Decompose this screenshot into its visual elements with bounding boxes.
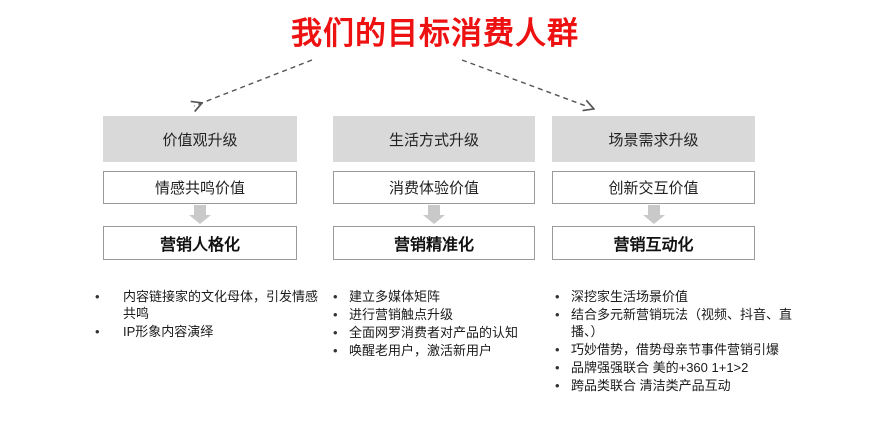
bullet-marker-icon: •	[555, 342, 560, 357]
list-item-text: 内容链接家的文化母体，引发情感共鸣	[123, 289, 319, 321]
list-item-text: 品牌强强联合 美的+360 1+1>2	[571, 360, 749, 375]
list-item-text: 结合多元新营销玩法（视频、抖音、直播、）	[571, 307, 793, 339]
bullet-list-column-1: • 内容链接家的文化母体，引发情感共鸣 • IP形象内容演绎	[90, 288, 330, 341]
column-header-label: 场景需求升级	[608, 131, 699, 149]
list-item: • 内容链接家的文化母体，引发情感共鸣	[90, 288, 330, 322]
list-item: • 进行营销触点升级	[330, 306, 545, 323]
list-item-text: 深挖家生活场景价值	[571, 289, 689, 304]
list-item: • 建立多媒体矩阵	[330, 288, 545, 305]
column-value-label: 情感共鸣价值	[154, 180, 245, 197]
bullet-marker-icon: •	[555, 360, 560, 375]
bullet-marker-icon: •	[333, 289, 338, 304]
connector-arrow-wrap	[103, 204, 297, 226]
list-item-text: IP形象内容演绎	[123, 324, 214, 339]
column-lifestyle-upgrade: 生活方式升级 消费体验价值 营销精准化	[333, 116, 535, 260]
connector-arrow-wrap	[333, 204, 535, 226]
column-result-label: 营销人格化	[159, 237, 240, 254]
list-item-text: 进行营销触点升级	[349, 307, 454, 322]
list-item: • 全面网罗消费者对产品的认知	[330, 324, 545, 341]
bullet-marker-icon: •	[555, 289, 560, 304]
list-item: • 品牌强强联合 美的+360 1+1>2	[552, 359, 802, 376]
list-item-text: 跨品类联合 清洁类产品互动	[571, 378, 731, 393]
column-value-upgrade: 价值观升级 情感共鸣价值 营销人格化	[103, 116, 297, 260]
bullet-marker-icon: •	[555, 378, 560, 393]
bullet-marker-icon: •	[333, 343, 338, 358]
column-value-box[interactable]: 情感共鸣价值	[103, 171, 297, 204]
column-value-box[interactable]: 创新交互价值	[552, 171, 755, 204]
list-item-text: 全面网罗消费者对产品的认知	[349, 325, 519, 340]
list-item-text: 建立多媒体矩阵	[349, 289, 441, 304]
dashed-arrow-down-left-icon	[186, 59, 313, 113]
list-item: • 巧妙借势，借势母亲节事件营销引爆	[552, 341, 802, 358]
column-result-box[interactable]: 营销互动化	[552, 226, 755, 260]
list-item-text: 巧妙借势，借势母亲节事件营销引爆	[571, 342, 780, 357]
dashed-arrow-down-right-icon	[461, 59, 595, 113]
column-result-label: 营销精准化	[393, 237, 474, 254]
list-item: • 深挖家生活场景价值	[552, 288, 802, 305]
bullet-marker-icon: •	[95, 289, 100, 304]
column-result-box[interactable]: 营销人格化	[103, 226, 297, 260]
list-item: • 唤醒老用户，激活新用户	[330, 342, 545, 359]
list-item: • IP形象内容演绎	[90, 323, 330, 340]
bullet-marker-icon: •	[333, 307, 338, 322]
bullet-list-column-3: • 深挖家生活场景价值 • 结合多元新营销玩法（视频、抖音、直播、） • 巧妙借…	[552, 288, 802, 395]
column-header-label: 生活方式升级	[388, 131, 479, 149]
bullet-marker-icon: •	[333, 325, 338, 340]
column-scenario-upgrade: 场景需求升级 创新交互价值 营销互动化	[552, 116, 755, 260]
connector-arrow-wrap	[552, 204, 755, 226]
bullet-list-column-2: • 建立多媒体矩阵 • 进行营销触点升级 • 全面网罗消费者对产品的认知 • 唤…	[330, 288, 545, 360]
list-item: • 结合多元新营销玩法（视频、抖音、直播、）	[552, 306, 802, 340]
column-value-label: 消费体验价值	[388, 180, 479, 197]
column-header-box[interactable]: 生活方式升级	[333, 116, 535, 162]
column-header-label: 价值观升级	[162, 131, 238, 149]
column-value-label: 创新交互价值	[608, 180, 699, 197]
list-item-text: 唤醒老用户，激活新用户	[349, 343, 493, 358]
column-header-box[interactable]: 价值观升级	[103, 116, 297, 162]
bullet-marker-icon: •	[555, 307, 560, 322]
bullet-marker-icon: •	[95, 324, 100, 339]
column-header-box[interactable]: 场景需求升级	[552, 116, 755, 162]
column-result-box[interactable]: 营销精准化	[333, 226, 535, 260]
page-title: 我们的目标消费人群	[291, 16, 579, 51]
column-result-label: 营销互动化	[613, 237, 694, 254]
column-value-box[interactable]: 消费体验价值	[333, 171, 535, 204]
list-item: • 跨品类联合 清洁类产品互动	[552, 377, 802, 394]
